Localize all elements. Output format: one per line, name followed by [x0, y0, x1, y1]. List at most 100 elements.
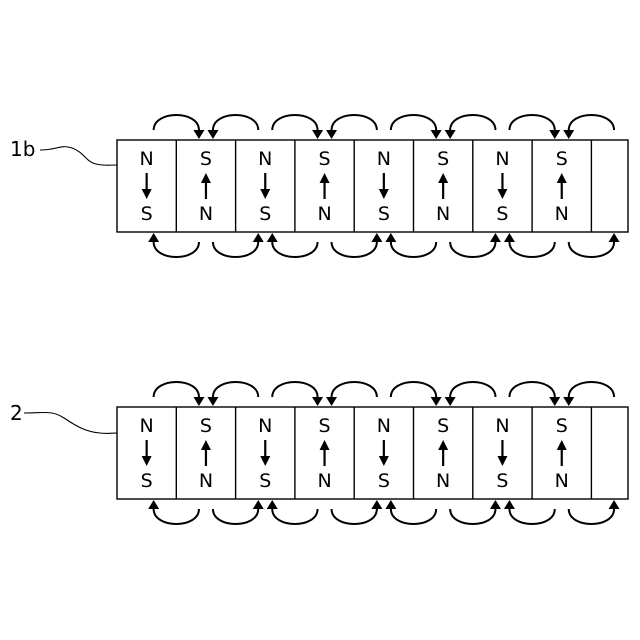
flux-arrowhead — [207, 130, 218, 139]
flux-line — [213, 242, 258, 257]
flux-arrowhead — [312, 397, 323, 406]
flux-line — [213, 115, 258, 130]
flux-arc-top — [391, 382, 442, 406]
flux-arrowhead — [267, 500, 278, 509]
pole-label-top: N — [495, 148, 509, 170]
flux-line — [391, 509, 436, 524]
pole-label-bottom: N — [555, 470, 569, 492]
flux-arrowhead — [445, 130, 456, 139]
pole-label-bottom: S — [259, 470, 271, 492]
pole-label-bottom: S — [496, 203, 508, 225]
flux-arc-top — [326, 382, 377, 406]
flux-arc-bottom — [450, 233, 501, 257]
flux-line — [450, 242, 495, 257]
flux-arc-top — [445, 382, 496, 406]
flux-arc-bottom — [267, 233, 318, 257]
pole-label-top: N — [495, 415, 509, 437]
flux-arc-bottom — [569, 233, 620, 257]
flux-arc-bottom — [332, 233, 383, 257]
flux-arrowhead — [504, 500, 515, 509]
flux-arrowhead — [312, 130, 323, 139]
flux-arrowhead — [148, 233, 159, 242]
pole-label-bottom: N — [317, 203, 331, 225]
flux-line — [272, 115, 317, 130]
flux-arrowhead — [609, 500, 620, 509]
figure-2: 2NSSNNSSNNSSNNSSN — [10, 382, 628, 524]
pole-label-top: N — [377, 415, 391, 437]
flux-arrowhead — [431, 130, 442, 139]
flux-arrowhead — [326, 130, 337, 139]
flux-arc-bottom — [504, 233, 555, 257]
pole-label-top: N — [377, 148, 391, 170]
flux-arrowhead — [504, 233, 515, 242]
pole-label-top: S — [556, 148, 568, 170]
flux-arc-bottom — [213, 500, 264, 524]
flux-line — [569, 382, 614, 397]
pole-label-top: N — [258, 148, 272, 170]
pole-label-bottom: N — [317, 470, 331, 492]
flux-line — [391, 382, 436, 397]
flux-arc-top — [207, 115, 258, 139]
flux-arc-top — [445, 115, 496, 139]
pole-label-top: S — [437, 415, 449, 437]
flux-arc-bottom — [213, 233, 264, 257]
flux-arrowhead — [267, 233, 278, 242]
flux-arrowhead — [253, 233, 264, 242]
reference-label: 1b — [10, 137, 35, 161]
reference-label: 2 — [10, 401, 23, 425]
flux-arc-top — [154, 382, 205, 406]
flux-arc-top — [207, 382, 258, 406]
flux-arc-bottom — [504, 500, 555, 524]
flux-arrowhead — [371, 233, 382, 242]
pole-label-top: S — [319, 148, 331, 170]
flux-arc-top — [272, 115, 323, 139]
pole-label-bottom: S — [378, 203, 390, 225]
flux-line — [569, 115, 614, 130]
flux-arrowhead — [326, 397, 337, 406]
flux-arrowhead — [253, 500, 264, 509]
flux-arc-top — [563, 382, 614, 406]
flux-arrowhead — [207, 397, 218, 406]
flux-arrowhead — [490, 500, 501, 509]
pole-label-top: S — [200, 148, 212, 170]
pole-label-top: S — [556, 415, 568, 437]
pole-label-top: N — [140, 415, 154, 437]
flux-arrowhead — [549, 130, 560, 139]
flux-arrowhead — [490, 233, 501, 242]
flux-line — [509, 242, 554, 257]
pole-label-bottom: S — [141, 470, 153, 492]
flux-line — [154, 242, 199, 257]
flux-line — [154, 382, 199, 397]
pole-label-bottom: N — [199, 203, 213, 225]
flux-line — [272, 242, 317, 257]
flux-line — [569, 509, 614, 524]
flux-arrowhead — [549, 397, 560, 406]
flux-line — [332, 242, 377, 257]
pole-label-bottom: S — [496, 470, 508, 492]
flux-arc-top — [509, 382, 560, 406]
flux-arc-top — [272, 382, 323, 406]
flux-line — [154, 115, 199, 130]
flux-line — [450, 509, 495, 524]
flux-line — [569, 242, 614, 257]
flux-line — [213, 509, 258, 524]
pole-label-top: S — [200, 415, 212, 437]
flux-arc-bottom — [332, 500, 383, 524]
flux-arc-bottom — [267, 500, 318, 524]
flux-arrowhead — [385, 500, 396, 509]
pole-label-bottom: S — [141, 203, 153, 225]
flux-arc-bottom — [569, 500, 620, 524]
flux-arc-bottom — [148, 500, 199, 524]
flux-arc-top — [326, 115, 377, 139]
flux-arrowhead — [563, 130, 574, 139]
leader-line — [24, 412, 117, 433]
pole-label-top: S — [437, 148, 449, 170]
pole-label-top: N — [258, 415, 272, 437]
flux-line — [332, 382, 377, 397]
flux-line — [509, 382, 554, 397]
flux-arrowhead — [385, 233, 396, 242]
pole-label-top: N — [140, 148, 154, 170]
flux-line — [509, 115, 554, 130]
flux-arc-top — [154, 115, 205, 139]
